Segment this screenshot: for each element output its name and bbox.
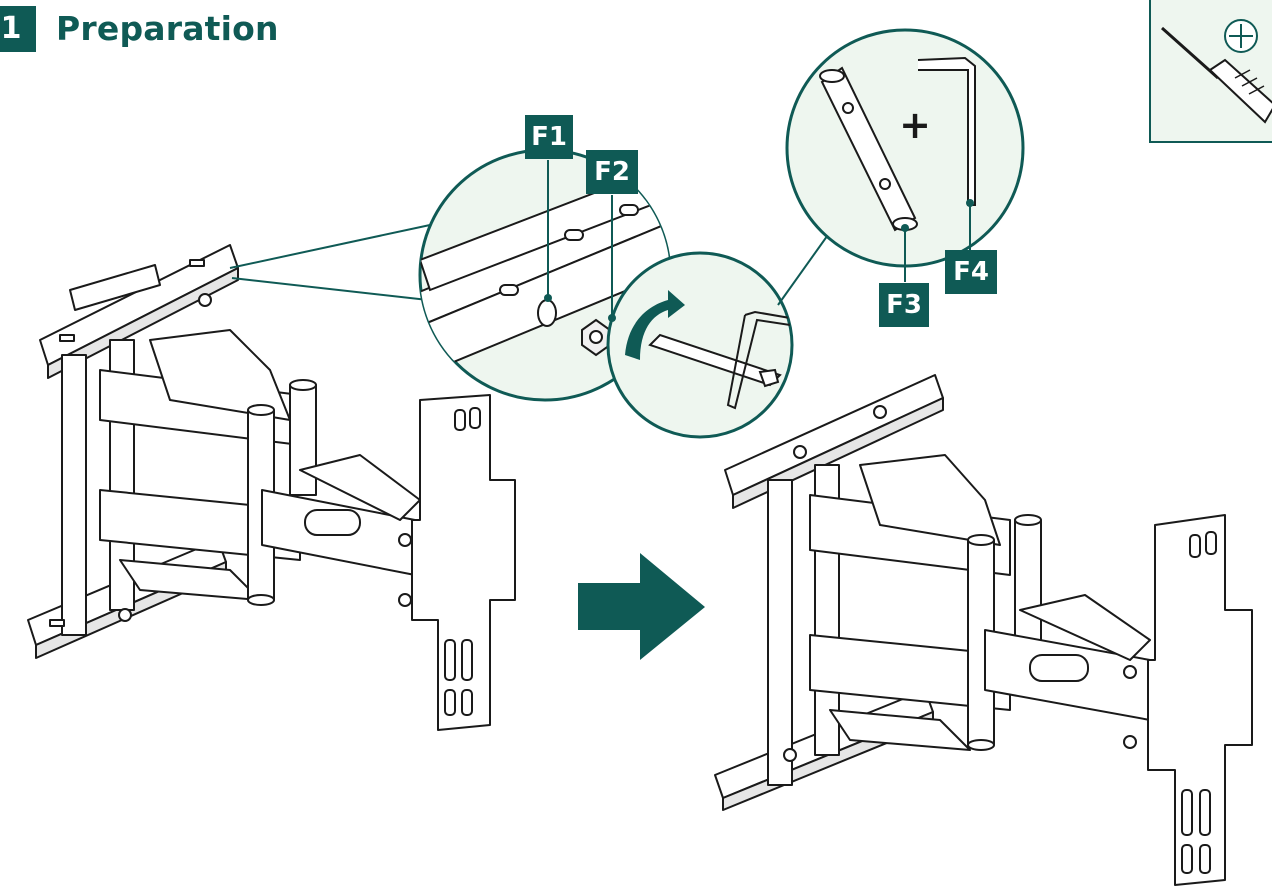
callout-f3: F3 <box>879 283 929 327</box>
step-title: Preparation <box>56 9 279 48</box>
callout-f1: F1 <box>525 115 573 159</box>
zoom-detail-tools <box>785 28 1025 268</box>
plus-sign: + <box>899 103 931 147</box>
wall-mount-after <box>714 374 1253 886</box>
callout-f2: F2 <box>586 150 638 194</box>
zoom-detail-wrench <box>606 251 794 439</box>
next-arrow <box>578 553 705 660</box>
step-number: 1 <box>0 6 36 52</box>
wall-mount-before <box>27 244 516 731</box>
callout-f4: F4 <box>945 250 997 294</box>
phillips-screwdriver-icon <box>1149 0 1272 143</box>
